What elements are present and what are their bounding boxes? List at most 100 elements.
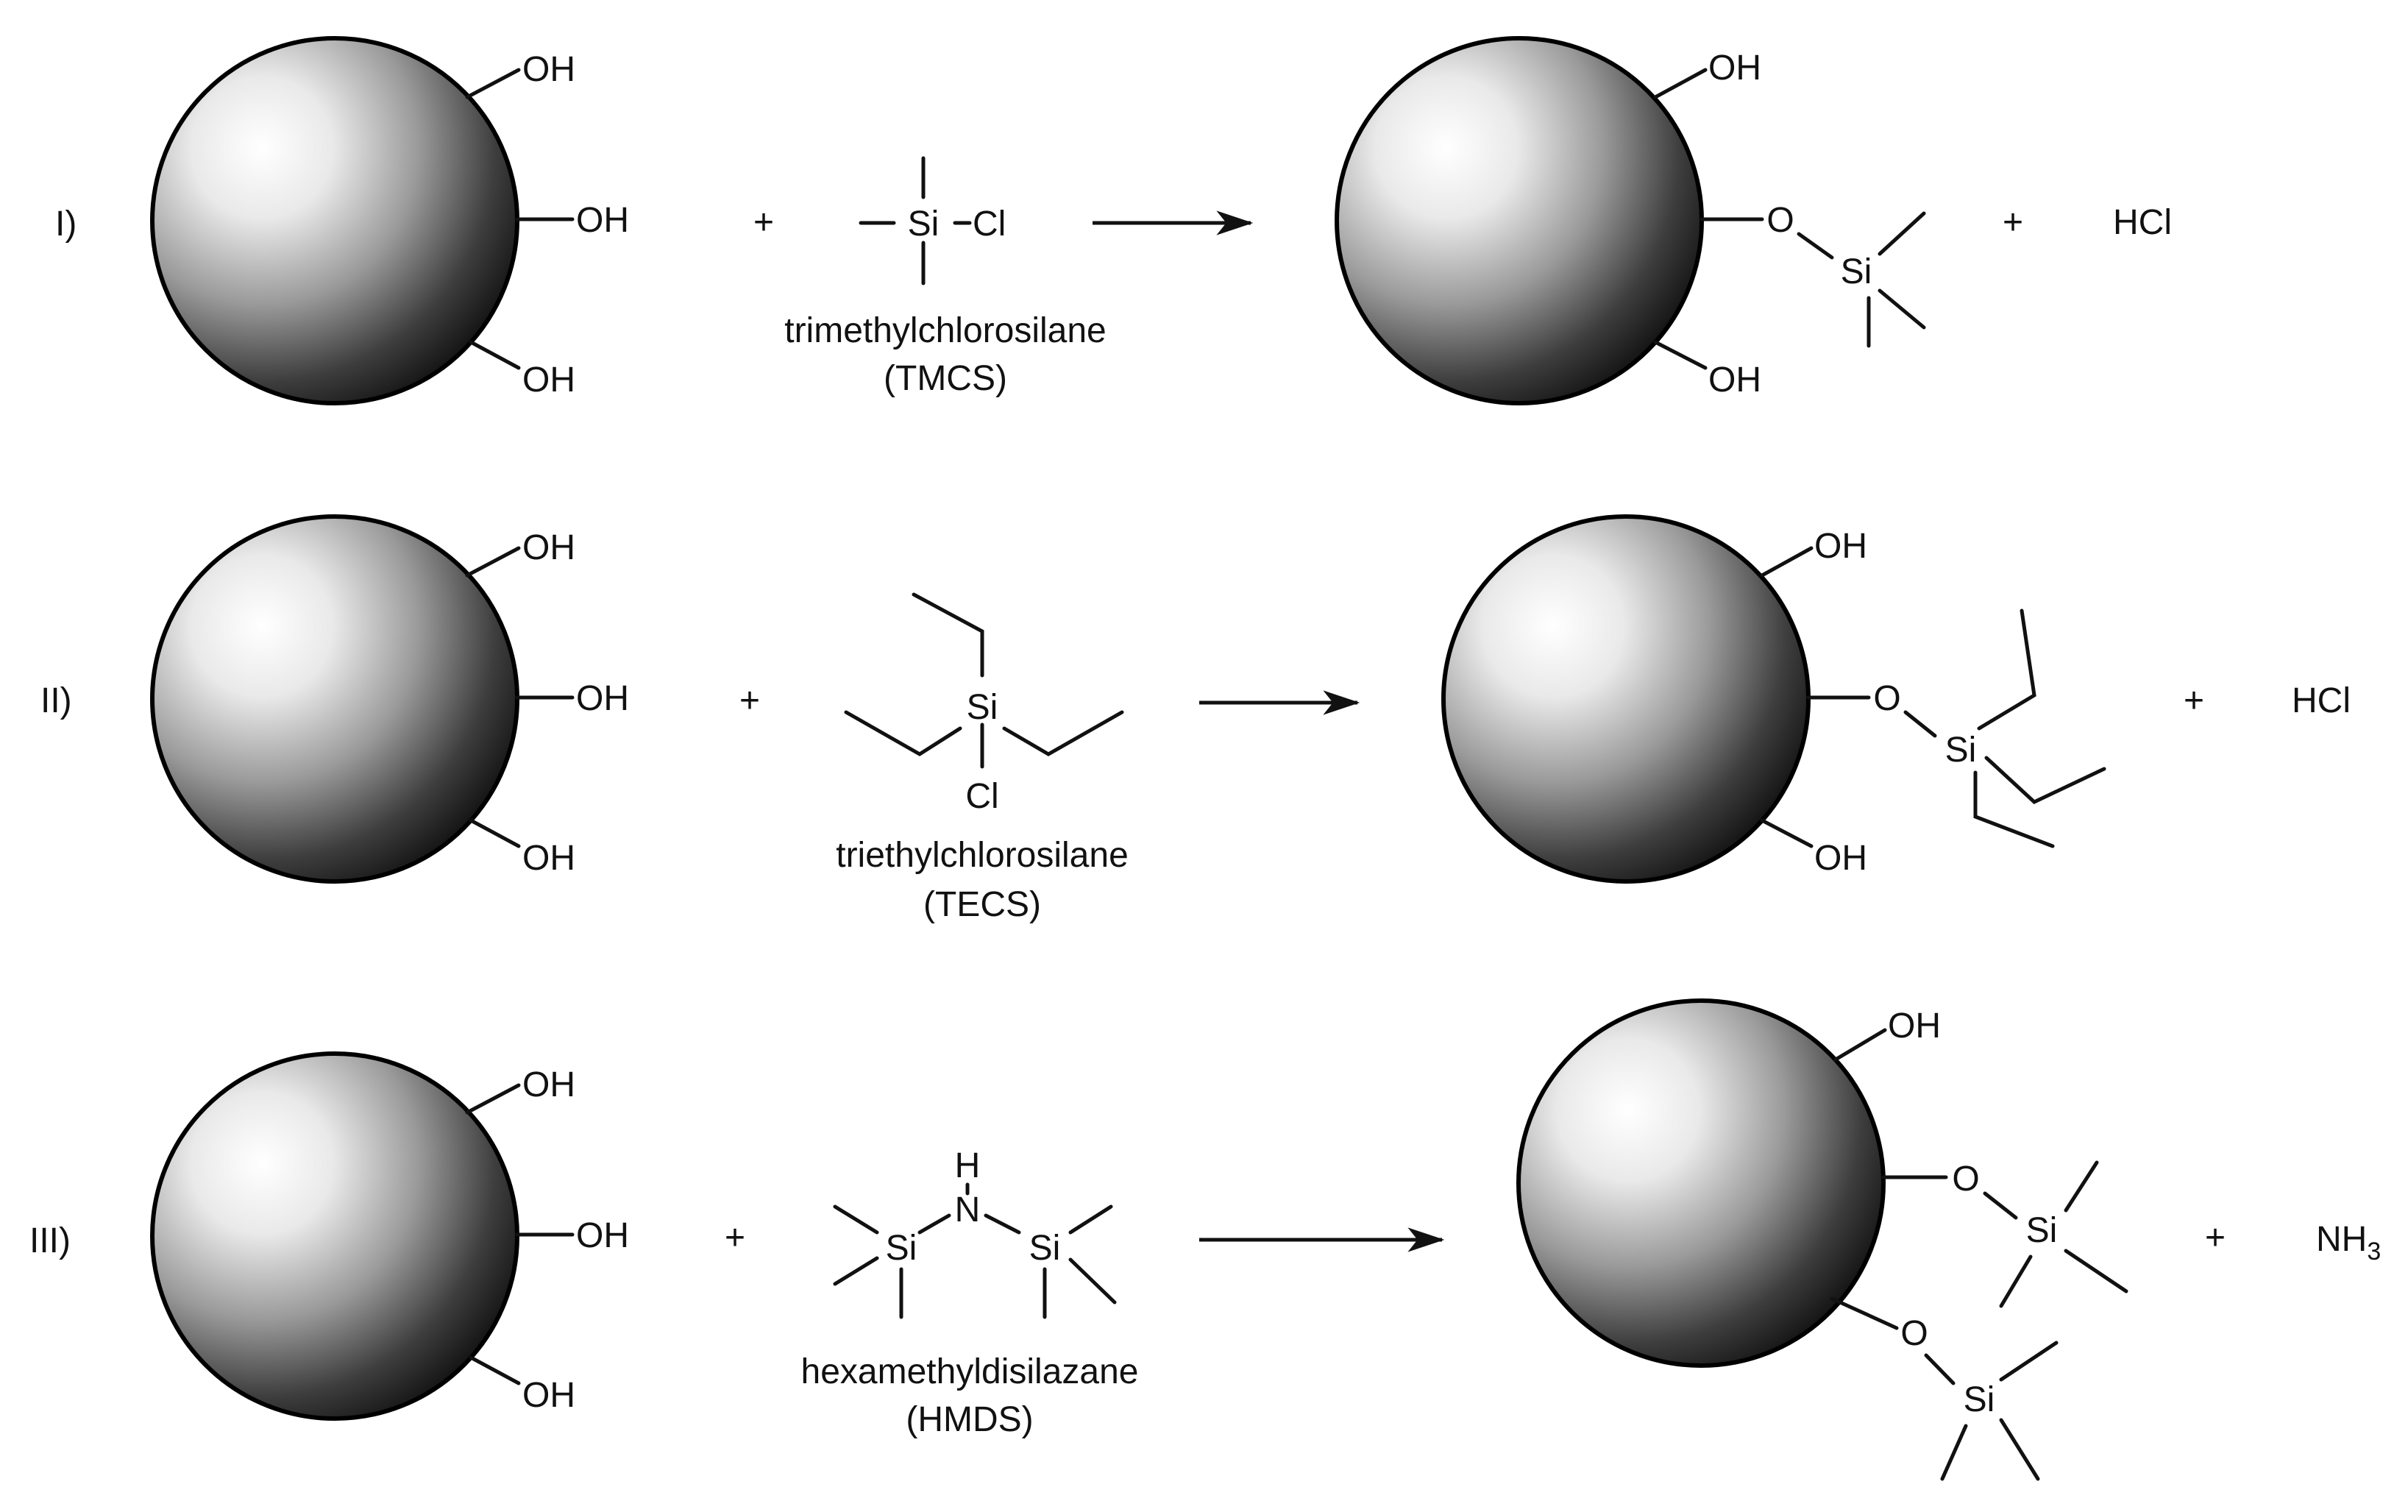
hydroxyl-label: OH: [576, 1216, 629, 1255]
bond: [469, 340, 521, 370]
byproduct-label: HCl: [2292, 681, 2351, 720]
hydroxyl-label: OH: [522, 839, 575, 878]
bond: [1878, 211, 1926, 256]
bond: [844, 710, 962, 756]
bond: [1940, 1424, 1968, 1481]
reaction-1: I) OH OH OH + Si Cl trimethylchlorosilan…: [55, 36, 2172, 405]
silicon-label: Si: [1841, 252, 1872, 291]
silicon-label: Si: [1945, 731, 1977, 770]
bond: [1999, 1341, 2059, 1382]
reagent-name: triethylchlorosilane: [836, 836, 1129, 875]
reagent-abbreviation: (TMCS): [884, 359, 1007, 398]
bond: [2064, 1160, 2099, 1213]
bond: [917, 1213, 951, 1235]
hydroxyl-label: OH: [522, 361, 575, 400]
bond: [1068, 1204, 1113, 1235]
plus-sign: +: [753, 203, 774, 242]
oxygen-label: O: [1952, 1160, 1979, 1199]
silica-sphere: [1441, 514, 1811, 884]
bond: [469, 818, 521, 848]
plus-sign: +: [2003, 203, 2023, 242]
bond: [1924, 1353, 1956, 1385]
silica-sphere: [1516, 998, 1886, 1368]
hydrogen-label: H: [955, 1146, 981, 1185]
reaction-numeral: II): [40, 681, 72, 720]
bond: [1903, 710, 1937, 738]
reagent-abbreviation: (TECS): [923, 885, 1041, 924]
silicon-label: Si: [967, 688, 998, 727]
bond: [465, 68, 521, 99]
reagent-name: trimethylchlorosilane: [784, 311, 1107, 350]
silicon-label: Si: [908, 205, 940, 244]
silicon-label: Si: [1964, 1380, 1995, 1419]
reaction-numeral: III): [29, 1221, 71, 1260]
silica-sphere: [1335, 36, 1704, 405]
bond: [1797, 232, 1834, 260]
hydroxyl-label: OH: [576, 201, 629, 240]
tmcs-structure: Si Cl: [859, 156, 1006, 285]
bond: [833, 1204, 879, 1235]
bond: [1999, 1254, 2033, 1308]
hydroxyl-label: OH: [522, 1376, 575, 1415]
bond: [2064, 1249, 2128, 1293]
plus-sign: +: [2184, 681, 2204, 720]
silica-particle-product: OH O Si OH: [1441, 514, 2106, 884]
hydroxyl-label: OH: [522, 528, 575, 567]
silica-particle-product: OH O Si OH: [1335, 36, 1926, 405]
plus-sign: +: [2205, 1218, 2226, 1257]
oxygen-label: O: [1900, 1314, 1928, 1353]
silica-particle-reactant: OH OH OH: [150, 1051, 629, 1421]
hmds-structure: Si N H Si: [833, 1146, 1117, 1319]
byproduct-main: NH: [2316, 1220, 2367, 1259]
bond: [1653, 68, 1708, 99]
silica-sphere: [150, 514, 519, 884]
hydroxyl-label: OH: [1814, 839, 1867, 878]
bond: [1068, 1257, 1117, 1305]
silica-sphere: [150, 36, 519, 405]
bond: [1760, 546, 1814, 578]
bond: [469, 1355, 521, 1385]
plus-sign: +: [725, 1218, 745, 1257]
silica-sphere: [150, 1051, 519, 1421]
reaction-numeral: I): [55, 205, 77, 244]
bond: [1833, 1028, 1887, 1062]
byproduct-label: HCl: [2113, 203, 2172, 242]
hydroxyl-label: OH: [576, 679, 629, 718]
hydroxyl-label: OH: [522, 1065, 575, 1104]
bond: [465, 546, 521, 578]
reagent-abbreviation: (HMDS): [906, 1400, 1033, 1439]
tecs-structure: Si Cl: [844, 592, 1124, 816]
byproduct-subscript: 3: [2367, 1238, 2381, 1266]
bond: [1973, 770, 2055, 848]
reagent-name: hexamethyldisilazane: [801, 1352, 1139, 1391]
reaction-2: II) OH OH OH + Si Cl triethylchlorosilan…: [40, 514, 2351, 924]
silicon-label: Si: [2026, 1211, 2058, 1250]
bond: [1984, 756, 2106, 804]
bond: [984, 1213, 1021, 1235]
nitrogen-label: N: [955, 1190, 981, 1229]
reaction-3: III) OH OH OH + Si N H Si hexam: [29, 998, 2381, 1481]
silica-particle-product: OH O Si O Si: [1516, 998, 2128, 1481]
bond: [1653, 340, 1708, 370]
bond: [465, 1083, 521, 1115]
chlorine-label: Cl: [965, 777, 998, 816]
oxygen-label: O: [1873, 679, 1900, 718]
hydroxyl-label: OH: [1814, 527, 1867, 566]
bond: [833, 1256, 879, 1286]
silicon-label: Si: [1029, 1229, 1061, 1268]
byproduct-label: NH3: [2316, 1220, 2381, 1266]
silica-particle-reactant: OH OH OH: [150, 514, 629, 884]
silicon-label: Si: [886, 1229, 917, 1268]
silica-particle-reactant: OH OH OH: [150, 36, 629, 405]
bond: [1983, 1191, 2018, 1220]
bond: [1977, 608, 2036, 731]
hydroxyl-label: OH: [1708, 361, 1761, 400]
bond: [1760, 818, 1814, 848]
hydroxyl-label: OH: [1708, 49, 1761, 88]
hydroxyl-label: OH: [1888, 1007, 1941, 1046]
bond: [1002, 710, 1124, 756]
bond: [1999, 1418, 2040, 1481]
chlorine-label: Cl: [973, 205, 1006, 244]
bond: [1878, 288, 1926, 330]
